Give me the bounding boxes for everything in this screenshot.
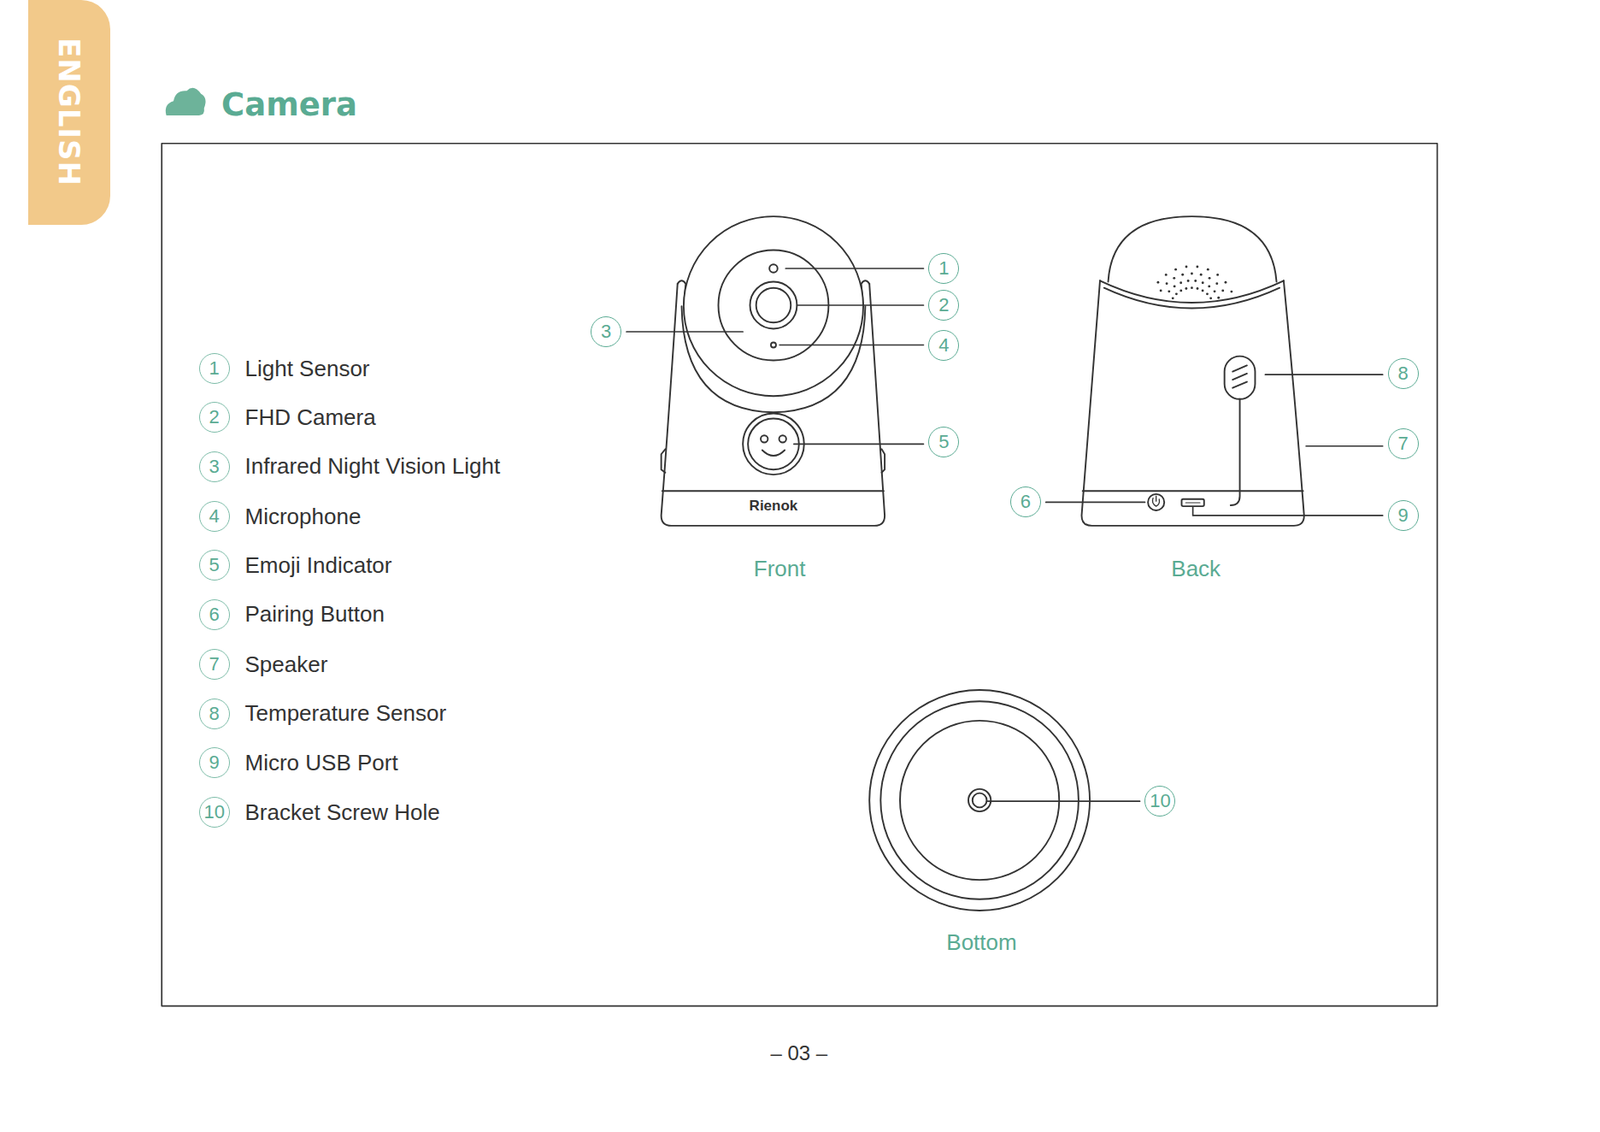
- callout-number: 10: [1144, 785, 1176, 817]
- brand-logo: Rienok: [749, 498, 799, 515]
- callout-number: 2: [199, 401, 230, 433]
- part-name: Microphone: [245, 504, 362, 530]
- speaker-hole: [1184, 287, 1188, 290]
- speaker-hole: [1173, 284, 1177, 288]
- callout-number: 9: [199, 747, 230, 778]
- back-view: [1082, 216, 1305, 526]
- speaker-hole: [1208, 276, 1212, 280]
- part-name: Pairing Button: [245, 601, 385, 627]
- callout-number: 5: [199, 549, 230, 581]
- language-tab: ENGLISH: [28, 0, 111, 225]
- callout-number: 2: [928, 289, 959, 321]
- speaker-hole: [1195, 265, 1199, 269]
- speaker-hole: [1181, 273, 1184, 277]
- frame: [161, 143, 1437, 1006]
- speaker-hole: [1174, 268, 1177, 271]
- speaker-hole: [1179, 281, 1183, 284]
- page-number: – 03 –: [770, 1041, 828, 1065]
- speaker-hole: [1171, 296, 1175, 300]
- part-name: Speaker: [245, 652, 329, 677]
- speaker-hole: [1221, 288, 1224, 292]
- speaker-hole: [1175, 292, 1178, 295]
- page-title: Camera: [221, 86, 358, 124]
- callout-number: 1: [199, 352, 230, 384]
- front-view: [661, 216, 885, 526]
- speaker-hole: [1201, 281, 1205, 284]
- callout-number: 9: [1388, 500, 1419, 531]
- speaker-hole: [1185, 265, 1189, 269]
- callout-number: 8: [1388, 358, 1419, 389]
- speaker-hole: [1196, 287, 1200, 290]
- cloud-icon: [165, 88, 206, 116]
- speaker-hole: [1194, 279, 1197, 283]
- speaker-hole: [1164, 273, 1168, 277]
- callout-number: 8: [199, 698, 230, 730]
- speaker-hole: [1217, 296, 1220, 300]
- view-caption: Back: [1170, 556, 1221, 582]
- speaker-hole: [1190, 272, 1194, 276]
- callout-number: 4: [928, 329, 959, 361]
- part-name: Light Sensor: [245, 356, 371, 382]
- speaker-hole: [1216, 273, 1219, 277]
- speaker-hole: [1200, 273, 1203, 277]
- callout-number: 3: [590, 316, 622, 348]
- speaker-hole: [1156, 281, 1159, 284]
- speaker-hole: [1206, 268, 1210, 271]
- speaker-hole: [1201, 288, 1205, 292]
- speaker-hole: [1209, 296, 1212, 300]
- view-caption: Bottom: [946, 929, 1017, 955]
- part-name: FHD Camera: [245, 405, 377, 430]
- bottom-view: [869, 689, 1090, 911]
- speaker-hole: [1165, 282, 1169, 285]
- speaker-hole: [1172, 276, 1176, 280]
- speaker-hole: [1207, 284, 1211, 288]
- view-caption: Front: [753, 556, 806, 582]
- callout-number: 3: [199, 451, 230, 483]
- callout-number: 4: [199, 500, 230, 532]
- part-name: Infrared Night Vision Light: [245, 453, 501, 479]
- speaker-hole: [1159, 288, 1163, 292]
- callout-number: 10: [199, 796, 230, 828]
- callout-number: 7: [1388, 428, 1419, 459]
- callout-number: 6: [199, 599, 230, 630]
- part-name: Micro USB Port: [245, 750, 399, 776]
- part-name: Bracket Screw Hole: [245, 800, 441, 825]
- callout-number: 6: [1010, 486, 1042, 518]
- speaker-hole: [1224, 281, 1228, 284]
- speaker-hole: [1190, 286, 1194, 289]
- speaker-hole: [1213, 289, 1217, 293]
- speaker-hole: [1187, 279, 1190, 283]
- speaker-hole: [1179, 288, 1183, 292]
- callout-number: 5: [928, 426, 959, 458]
- leader-lines: [626, 268, 1383, 801]
- speaker-hole: [1229, 290, 1233, 294]
- part-name: Emoji Indicator: [245, 552, 393, 578]
- callout-number: 7: [199, 648, 230, 680]
- speaker-hole: [1167, 289, 1171, 293]
- tab-label: ENGLISH: [52, 37, 87, 187]
- callout-number: 1: [928, 252, 959, 284]
- speaker-hole: [1205, 292, 1209, 295]
- part-name: Temperature Sensor: [245, 700, 448, 726]
- speaker-hole: [1215, 282, 1218, 285]
